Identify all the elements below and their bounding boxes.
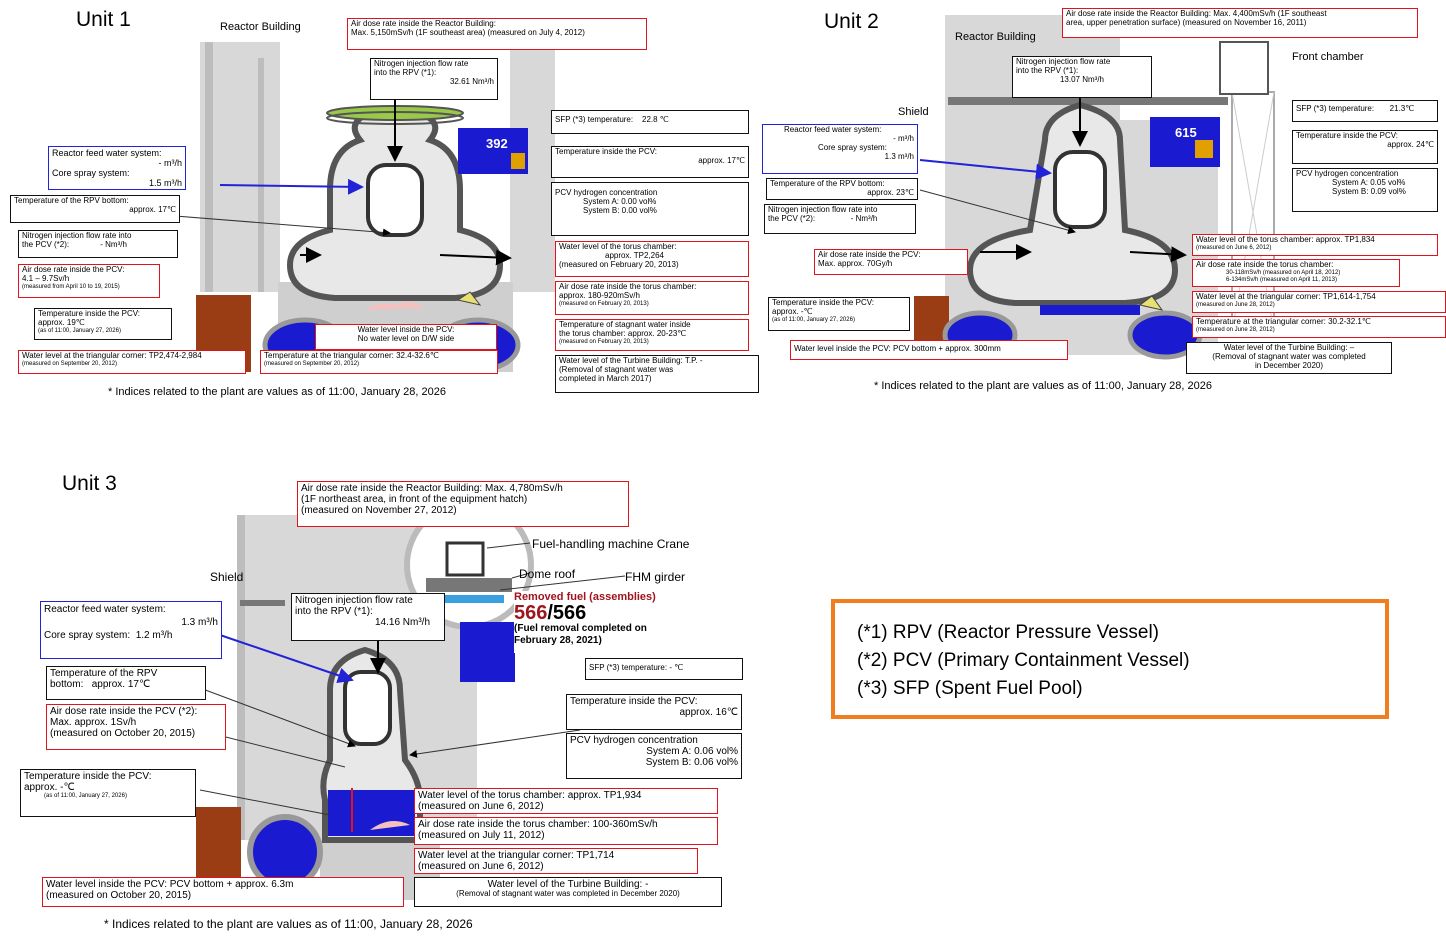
legend-item-sfp: (*3) SFP (Spent Fuel Pool) [857, 678, 1083, 699]
unit2-water-level-pcv-box: Water level inside the PCV: PCV bottom +… [790, 340, 1068, 360]
unit2-turbine-level-box: Water level of the Turbine Building: –(R… [1186, 342, 1392, 374]
unit3-sfp-temp-box: SFP (*3) temperature: - ℃ [585, 658, 743, 680]
legend-item-pcv: (*2) PCV (Primary Containment Vessel) [857, 650, 1190, 671]
unit1-water-level-pcv-box: Water level inside the PCV:No water leve… [315, 324, 497, 350]
unit1-air-dose-rb-box: Air dose rate inside the Reactor Buildin… [347, 18, 647, 50]
unit1-rpv-bottom-temp-box: Temperature of the RPV bottom:approx. 17… [10, 195, 180, 223]
legend-item-rpv: (*1) RPV (Reactor Pressure Vessel) [857, 622, 1159, 643]
unit1-footnote: * Indices related to the plant are value… [108, 386, 446, 398]
unit2-sfp-temp-box: SFP (*3) temperature: 21.3℃ [1292, 100, 1438, 122]
unit2-shield-label: Shield [898, 106, 929, 118]
unit2-air-dose-rb-box: Air dose rate inside the Reactor Buildin… [1062, 8, 1418, 38]
unit1-air-dose-pcv-box: Air dose rate inside the PCV:4.1 – 9.7Sv… [18, 264, 160, 298]
unit3-torus-level-box: Water level of the torus chamber: approx… [414, 788, 718, 814]
unit2-pcv-temp-box: Temperature inside the PCV:approx. 24℃ [1292, 130, 1438, 164]
unit2-pcv-temp-lower-box: Temperature inside the PCV:approx. -℃(as… [768, 297, 910, 331]
unit3-removed-fuel-box: Removed fuel (assemblies) 566/566 (Fuel … [514, 591, 678, 653]
unit1-turbine-level-box: Water level of the Turbine Building: T.P… [555, 355, 759, 393]
unit1-pcv-temp-box: Temperature inside the PCV:approx. 17℃ [551, 146, 749, 178]
unit2-triangular-level-box: Water level at the triangular corner: TP… [1192, 291, 1446, 313]
unit1-triangular-temp-box: Temperature at the triangular corner: 32… [260, 350, 498, 374]
unit3-shield-label: Shield [210, 570, 244, 584]
unit3-fhm-crane-label: Fuel-handling machine Crane [532, 537, 690, 551]
unit2-triangular-temp-box: Temperature at the triangular corner: 30… [1192, 316, 1446, 338]
unit1-reactor-building-label: Reactor Building [220, 21, 301, 33]
unit3-turbine-level-box: Water level of the Turbine Building: -(R… [414, 877, 722, 907]
unit2-footnote: * Indices related to the plant are value… [874, 380, 1212, 392]
abbreviation-legend: (*1) RPV (Reactor Pressure Vessel) (*2) … [831, 599, 1389, 719]
unit1-pcv-temp-lower-box: Temperature inside the PCV:approx. 19℃(a… [34, 308, 172, 340]
unit3-fhm-girder-label: FHM girder [625, 570, 686, 584]
unit1-sfp-temp-box: SFP (*3) temperature: 22.8 ℃ [551, 110, 749, 134]
unit2-torus-level-box: Water level of the torus chamber: approx… [1192, 234, 1438, 256]
unit1-pool-value: 392 [486, 136, 508, 151]
unit3-torus-dose-box: Air dose rate inside the torus chamber: … [414, 817, 718, 845]
unit2-pool-value: 615 [1175, 125, 1197, 140]
unit3-triangular-level-box: Water level at the triangular corner: TP… [414, 848, 698, 874]
unit3-title: Unit 3 [62, 472, 117, 495]
unit3-air-dose-pcv-box: Air dose rate inside the PCV (*2):Max. a… [46, 704, 226, 750]
unit3-footnote: * Indices related to the plant are value… [104, 917, 473, 931]
unit2-air-dose-pcv-box: Air dose rate inside the PCV:Max. approx… [814, 249, 968, 275]
unit2-rpv-bottom-temp-box: Temperature of the RPV bottom:approx. 23… [766, 178, 918, 200]
unit2-title: Unit 2 [824, 10, 879, 33]
unit3-dome-roof-label: Dome roof [519, 567, 576, 581]
unit1-title: Unit 1 [76, 8, 131, 31]
unit1-triangular-level-box: Water level at the triangular corner: TP… [18, 350, 246, 374]
unit1-torus-level-box: Water level of the torus chamber:approx.… [555, 241, 749, 277]
unit3-water-level-pcv-box: Water level inside the PCV: PCV bottom +… [42, 877, 404, 907]
unit2-front-chamber-label: Front chamber [1292, 51, 1364, 63]
unit3-air-dose-rb-box: Air dose rate inside the Reactor Buildin… [297, 481, 629, 527]
unit1-torus-dose-box: Air dose rate inside the torus chamber:a… [555, 281, 749, 315]
unit2-torus-dose-box: Air dose rate inside the torus chamber:3… [1192, 259, 1400, 287]
unit3-pcv-temp-lower-box: Temperature inside the PCV:approx. -℃(as… [20, 769, 196, 817]
unit3-pcv-temp-box: Temperature inside the PCV:approx. 16℃ [566, 694, 742, 730]
unit2-reactor-building-label: Reactor Building [955, 31, 1036, 43]
